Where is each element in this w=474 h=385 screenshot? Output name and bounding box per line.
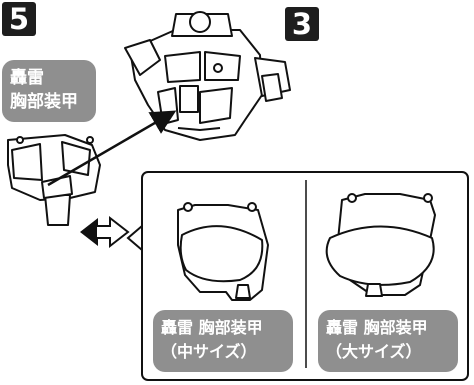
callout-line-1: 轟雷 [10, 68, 44, 88]
panel-pointer [126, 223, 143, 253]
medium-armor-illustration [177, 202, 269, 301]
callout-line-2: 胸部装甲 [10, 92, 78, 112]
large-armor-label: 轟雷 胸部装甲 （大サイズ） [318, 310, 458, 372]
chest-armor-part [7, 134, 101, 226]
medium-label-line-1: 轟雷 胸部装甲 [161, 318, 263, 337]
step-number-badge: 5 [2, 2, 36, 36]
medium-armor-label: 轟雷 胸部装甲 （中サイズ） [153, 310, 293, 372]
medium-label-line-2: （中サイズ） [161, 342, 257, 361]
large-label-line-1: 轟雷 胸部装甲 [326, 318, 428, 337]
part-callout-label: 轟雷 胸部装甲 [2, 60, 96, 122]
attach-arrow [47, 110, 177, 187]
large-armor-illustration [325, 193, 436, 297]
reference-step-badge: 3 [285, 7, 319, 41]
swap-arrow-icon [80, 215, 130, 249]
torso-illustration [124, 11, 291, 141]
large-label-line-2: （大サイズ） [326, 342, 422, 361]
